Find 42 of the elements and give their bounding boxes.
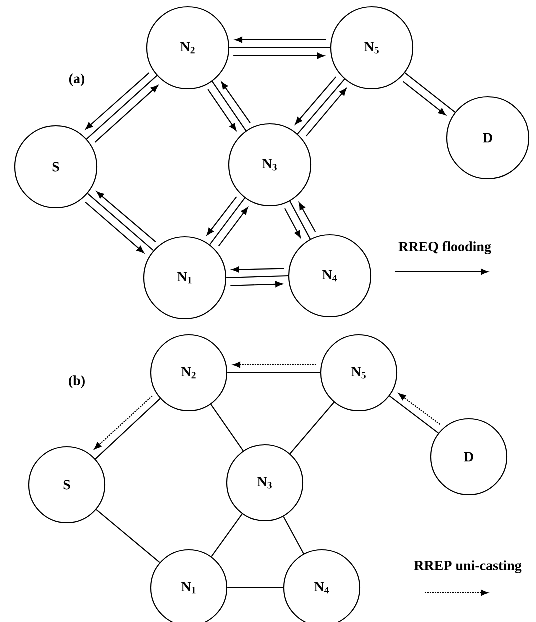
arrow xyxy=(299,202,316,232)
link-line xyxy=(290,402,335,454)
arrow xyxy=(94,396,153,450)
arrow xyxy=(403,81,446,116)
link-line xyxy=(297,79,346,134)
arrow xyxy=(206,196,238,236)
panel-label: (b) xyxy=(69,376,85,388)
arrow xyxy=(232,266,284,273)
arrow xyxy=(306,88,347,137)
arrow xyxy=(233,362,316,368)
link-line xyxy=(212,81,247,132)
link-line xyxy=(283,516,304,554)
arrow xyxy=(398,394,441,425)
arrow xyxy=(218,207,248,247)
link-line xyxy=(87,193,154,252)
arrow xyxy=(221,82,251,124)
arrow xyxy=(284,208,302,238)
panel-label: (a) xyxy=(69,74,85,86)
arrow xyxy=(94,85,158,143)
link-line xyxy=(210,404,244,452)
link-line xyxy=(404,72,456,113)
link-line xyxy=(210,198,246,246)
link-line xyxy=(226,275,288,279)
legend-text: RREQ flooding xyxy=(398,242,492,254)
arrow xyxy=(230,281,283,288)
link-line xyxy=(228,587,284,589)
arrow xyxy=(86,72,150,130)
link-line xyxy=(96,509,160,564)
arrow xyxy=(208,89,237,131)
link-line xyxy=(389,396,439,434)
arrow xyxy=(96,192,156,242)
link-line xyxy=(95,398,161,460)
arrow xyxy=(234,52,325,60)
legend-text: RREP uni-casting xyxy=(414,560,522,574)
link-line xyxy=(228,372,320,374)
arrow xyxy=(235,36,326,44)
link-line xyxy=(211,514,243,558)
link-line xyxy=(230,47,330,49)
link-line xyxy=(86,75,158,140)
arrow xyxy=(295,76,337,125)
link-line xyxy=(290,201,311,240)
arrow xyxy=(85,202,144,254)
